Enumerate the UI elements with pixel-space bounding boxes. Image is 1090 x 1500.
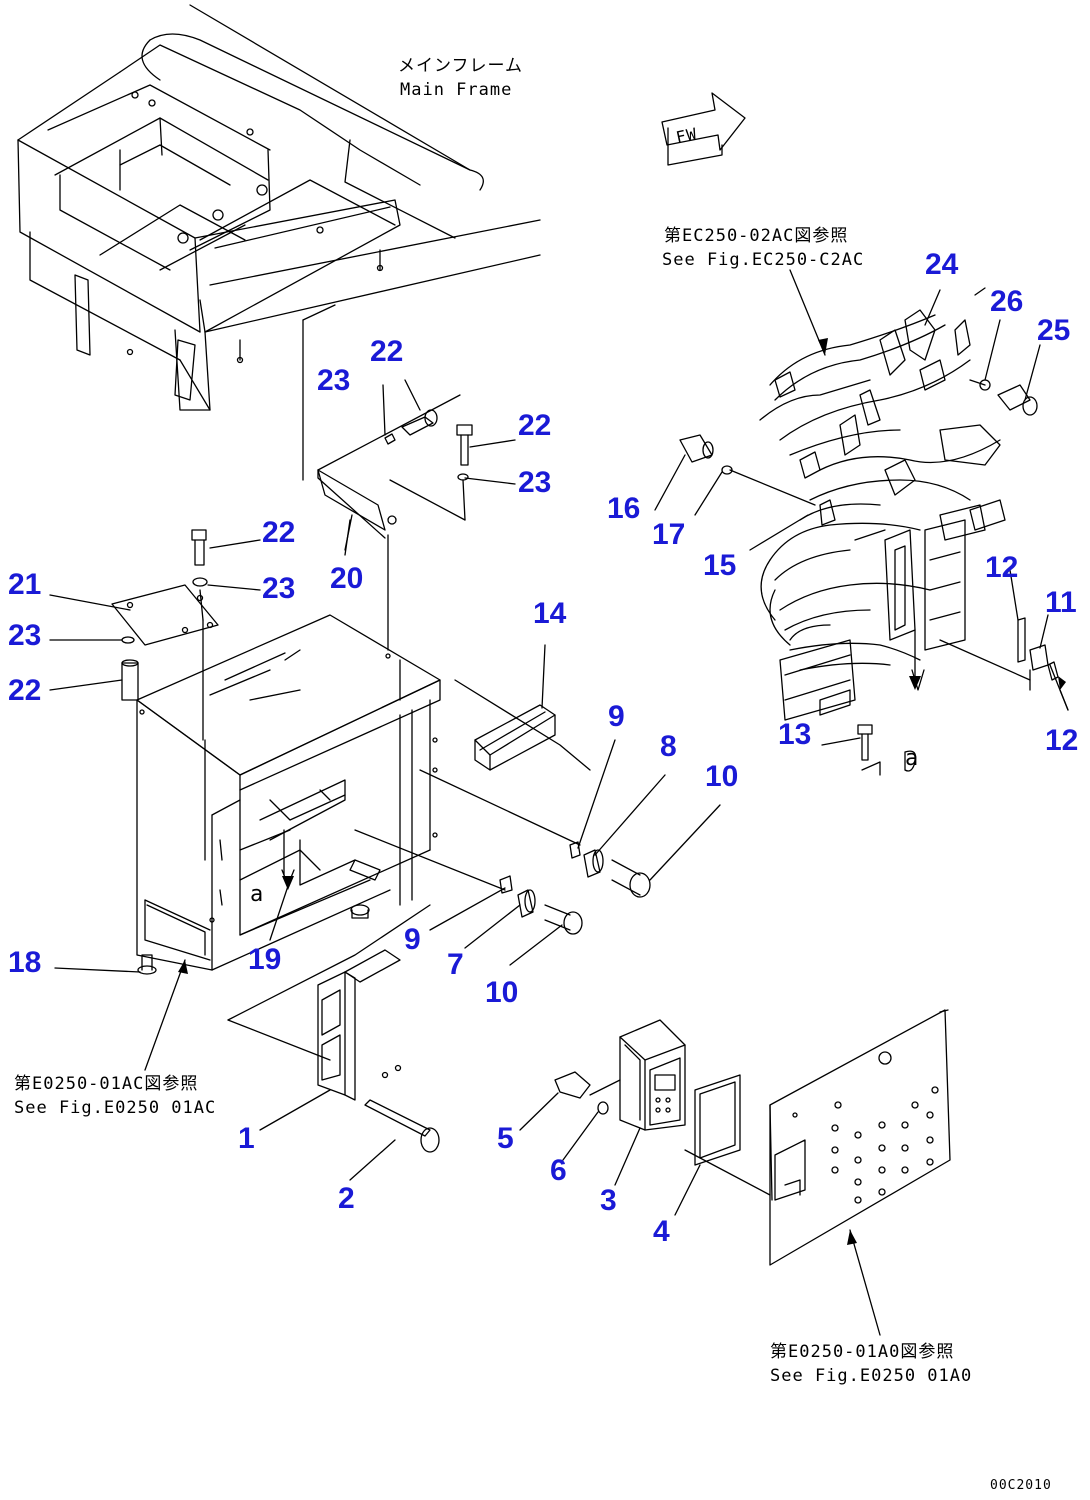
callout-23: 23: [8, 619, 42, 652]
callout-12: 12: [1045, 724, 1079, 757]
marker-a-harness: a: [905, 746, 920, 771]
callout-26: 26: [990, 285, 1024, 318]
cover-part: [474, 704, 556, 771]
main-frame-label-en: Main Frame: [400, 80, 513, 100]
ref-top-jp: 第EC250-02AC図参照: [664, 226, 849, 246]
arrowheads: [178, 338, 1066, 1245]
callout-18: 18: [8, 946, 42, 979]
drawing-code: 00C2010: [990, 1478, 1052, 1493]
callout-9: 9: [608, 700, 625, 733]
main-frame-label-jp: メインフレーム: [398, 56, 523, 76]
bracket-plate: [302, 304, 473, 551]
callout-19: 19: [248, 943, 282, 976]
callout-21: 21: [8, 568, 42, 601]
callout-20: 20: [330, 562, 364, 595]
ref-bottom-en: See Fig.E0250 01A0: [770, 1366, 973, 1386]
callout-22: 22: [370, 335, 404, 368]
callout-10: 10: [705, 760, 739, 793]
callout-5: 5: [497, 1122, 514, 1155]
left-bracket-group: [111, 529, 219, 741]
callout-14: 14: [533, 597, 567, 630]
callout-22: 22: [8, 674, 42, 707]
callout-9: 9: [404, 923, 421, 956]
callout-1: 1: [238, 1122, 255, 1155]
wiring-harness: [679, 287, 1069, 776]
fw-label: FW: [674, 123, 700, 148]
callout-2: 2: [338, 1182, 355, 1215]
callout-13: 13: [778, 718, 812, 751]
callout-23: 23: [518, 466, 552, 499]
monitor-assembly: [554, 1009, 951, 1266]
callout-17: 17: [652, 518, 686, 551]
callout-22: 22: [518, 409, 552, 442]
ref-left-en: See Fig.E0250 01AC: [14, 1098, 217, 1118]
callout-24: 24: [925, 248, 959, 281]
callout-23: 23: [262, 572, 296, 605]
callout-15: 15: [703, 549, 737, 582]
ref-top-en: See Fig.EC250-C2AC: [662, 250, 865, 270]
callout-7: 7: [447, 948, 464, 981]
callout-3: 3: [600, 1184, 617, 1217]
main-frame: [17, 4, 541, 411]
forward-arrow: [661, 92, 746, 166]
ref-left-jp: 第E0250-01AC図参照: [14, 1074, 199, 1094]
marker-a-box: a: [250, 882, 265, 907]
callout-10: 10: [485, 976, 519, 1009]
bottom-left-parts: [227, 904, 440, 1153]
callout-4: 4: [653, 1215, 670, 1248]
ref-bottom-jp: 第E0250-01A0図参照: [770, 1342, 955, 1362]
callout-16: 16: [607, 492, 641, 525]
callout-6: 6: [550, 1154, 567, 1187]
controller-box: [136, 534, 591, 975]
callout-12: 12: [985, 551, 1019, 584]
callout-25: 25: [1037, 314, 1071, 347]
callout-leaders: [49, 269, 1069, 1336]
callout-8: 8: [660, 730, 677, 763]
connector-parts: [499, 841, 651, 935]
callout-11: 11: [1045, 586, 1077, 619]
callout-22: 22: [262, 516, 296, 549]
callout-23: 23: [317, 364, 351, 397]
